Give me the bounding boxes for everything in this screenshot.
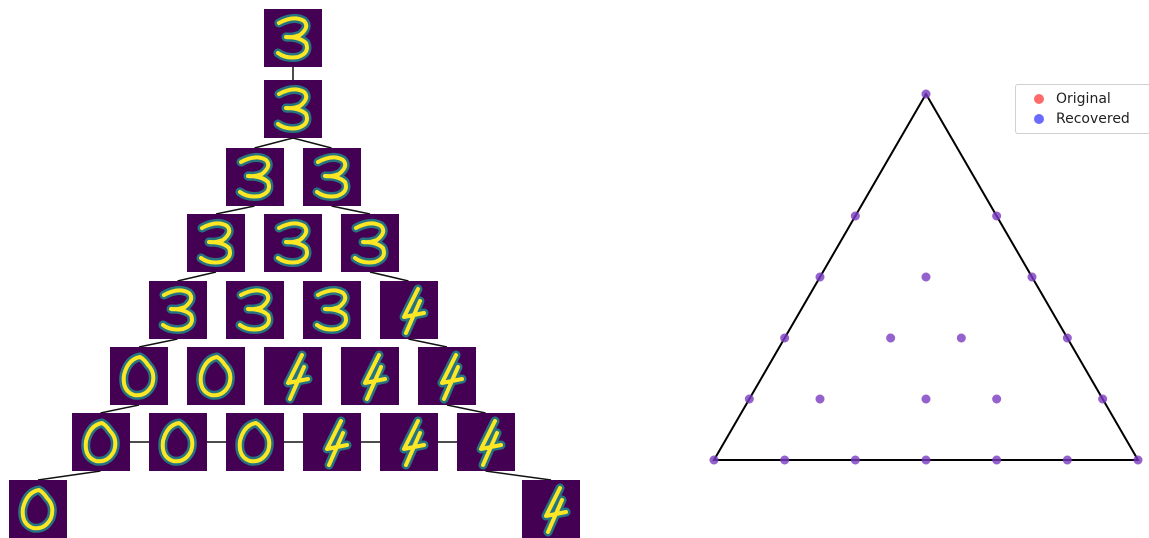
grid-edge-line — [409, 339, 448, 347]
digit-tile — [341, 347, 399, 405]
digit-image — [110, 347, 168, 405]
legend: Original Recovered — [1015, 84, 1149, 134]
digit-image — [72, 413, 130, 471]
digit-image — [418, 347, 476, 405]
digit-tile — [341, 214, 399, 272]
digit-image — [457, 413, 515, 471]
grid-edge-line — [447, 405, 486, 413]
recovered-point — [992, 456, 1001, 465]
digit-image — [380, 413, 438, 471]
digit-tile — [264, 9, 322, 67]
recovered-point — [816, 395, 825, 404]
grid-edge-line — [101, 405, 140, 413]
digit-image — [149, 413, 207, 471]
digit-tile — [457, 413, 515, 471]
digit-image — [303, 281, 361, 339]
digit-image — [226, 281, 284, 339]
legend-marker-recovered — [1034, 114, 1044, 124]
scatter-plot-panel: Original Recovered — [600, 0, 1149, 537]
grid-edge-line — [486, 471, 552, 480]
recovered-point — [1063, 334, 1072, 343]
legend-entry-original: Original — [1016, 89, 1111, 109]
digit-image — [264, 9, 322, 67]
digit-tile — [380, 413, 438, 471]
recovered-point — [851, 456, 860, 465]
digit-image — [303, 148, 361, 206]
recovered-point — [922, 395, 931, 404]
legend-marker-original — [1034, 94, 1044, 104]
legend-label-recovered: Recovered — [1056, 111, 1130, 127]
recovered-point — [922, 90, 931, 99]
digit-tile — [9, 480, 67, 538]
digit-tile — [226, 148, 284, 206]
digit-image — [522, 480, 580, 538]
recovered-point — [1028, 273, 1037, 282]
digit-image — [187, 347, 245, 405]
recovered-point — [851, 212, 860, 221]
digit-image — [149, 281, 207, 339]
digit-image — [264, 80, 322, 138]
recovered-point — [745, 395, 754, 404]
recovered-point — [992, 395, 1001, 404]
legend-entry-recovered: Recovered — [1016, 109, 1130, 129]
digit-image — [226, 148, 284, 206]
digit-tile — [226, 413, 284, 471]
grid-edge-line — [370, 272, 409, 281]
recovered-point — [922, 273, 931, 282]
digit-tile — [149, 281, 207, 339]
grid-edge-line — [332, 206, 371, 214]
digit-tile — [380, 281, 438, 339]
digit-image — [226, 413, 284, 471]
legend-label-original: Original — [1056, 91, 1111, 107]
digit-tile — [522, 480, 580, 538]
recovered-point — [710, 456, 719, 465]
digit-image — [341, 347, 399, 405]
recovered-point — [1134, 456, 1143, 465]
digit-image — [264, 214, 322, 272]
recovered-point — [957, 334, 966, 343]
digit-tile — [110, 347, 168, 405]
grid-edge-line — [38, 471, 101, 480]
recovered-point — [1063, 456, 1072, 465]
digit-tile — [264, 214, 322, 272]
grid-edge-line — [178, 272, 217, 281]
scatter-plot — [600, 0, 1149, 537]
recovered-point — [780, 334, 789, 343]
digit-tile — [187, 347, 245, 405]
digit-tile — [303, 413, 361, 471]
digit-tile — [264, 347, 322, 405]
digit-tile — [418, 347, 476, 405]
digit-tile — [264, 80, 322, 138]
digit-interpolation-grid — [0, 0, 600, 537]
grid-edge-line — [293, 138, 332, 148]
digit-image — [341, 214, 399, 272]
recovered-point — [816, 273, 825, 282]
recovered-point — [780, 456, 789, 465]
recovered-point — [992, 212, 1001, 221]
recovered-point — [1098, 395, 1107, 404]
grid-edge-line — [216, 206, 255, 214]
recovered-point — [886, 334, 895, 343]
digit-tile — [149, 413, 207, 471]
digit-tile — [72, 413, 130, 471]
digit-image — [380, 281, 438, 339]
digit-image — [187, 214, 245, 272]
digit-tile — [303, 281, 361, 339]
digit-image — [264, 347, 322, 405]
digit-image — [303, 413, 361, 471]
grid-edge-line — [255, 138, 294, 148]
digit-tile — [226, 281, 284, 339]
grid-edge-line — [139, 339, 178, 347]
recovered-point — [922, 456, 931, 465]
digit-tile — [187, 214, 245, 272]
digit-image — [9, 480, 67, 538]
digit-tile — [303, 148, 361, 206]
